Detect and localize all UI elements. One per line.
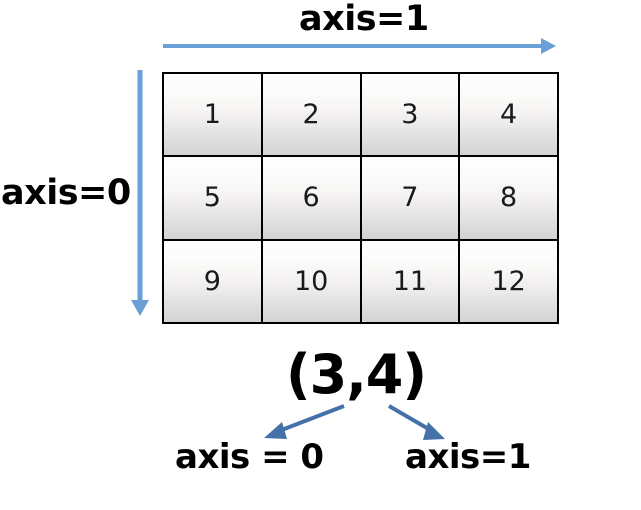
table-cell: 9 — [162, 238, 263, 324]
table-cell: 2 — [260, 71, 362, 158]
table-cell: 1 — [162, 71, 263, 158]
table-cell: 7 — [359, 155, 461, 241]
table-cell: 11 — [359, 238, 461, 324]
axis1-arrow-icon — [163, 38, 556, 54]
table-row: 9 10 11 12 — [162, 238, 559, 324]
table-row: 5 6 7 8 — [162, 155, 559, 241]
shape-to-axis1-arrow-icon — [387, 404, 445, 440]
axis0-left-label: axis=0 — [1, 173, 131, 213]
table-cell: 4 — [458, 71, 559, 158]
shape-to-axis0-arrow-icon — [264, 404, 345, 439]
axis0-arrow-icon — [131, 70, 149, 316]
table-row: 1 2 3 4 — [162, 71, 559, 158]
axis1-top-label: axis=1 — [299, 0, 429, 39]
numbers-grid: 1 2 3 4 5 6 7 8 9 10 11 12 — [162, 71, 559, 324]
table-cell: 6 — [260, 155, 362, 241]
axis0-bottom-label: axis = 0 — [175, 437, 324, 477]
table-cell: 8 — [458, 155, 559, 241]
axis1-bottom-label: axis=1 — [405, 437, 531, 477]
table-cell: 5 — [162, 155, 263, 241]
shape-label: (3,4) — [286, 343, 427, 406]
table-cell: 3 — [359, 71, 461, 158]
table-cell: 10 — [260, 238, 362, 324]
table-cell: 12 — [458, 238, 559, 324]
